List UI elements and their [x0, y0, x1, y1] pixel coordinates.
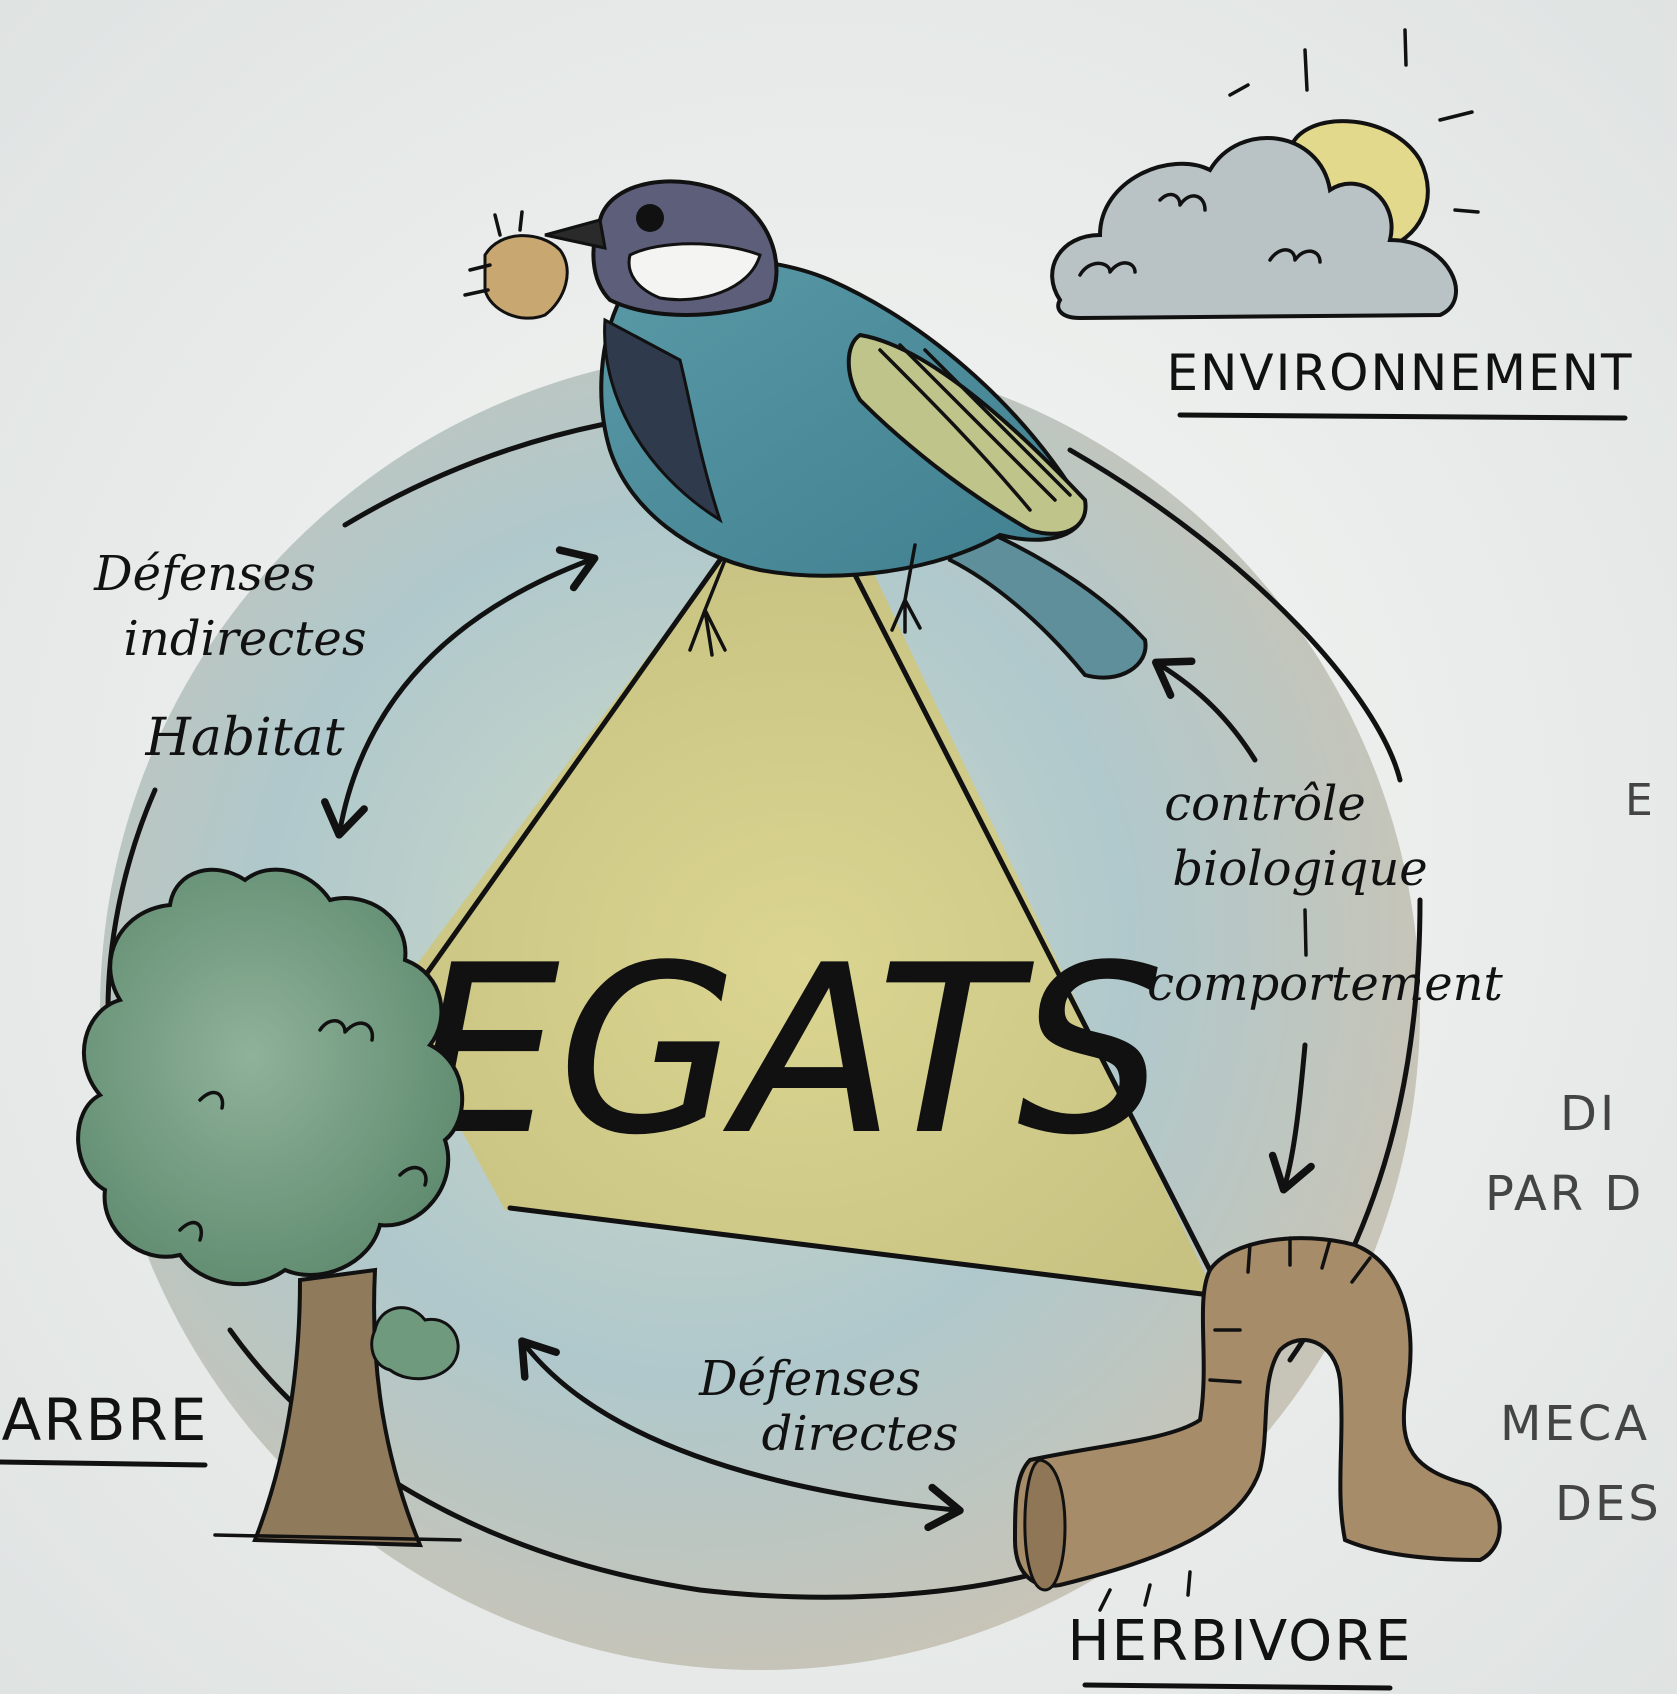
bird-icon: [463, 179, 1148, 680]
caterpillar-icon: [1012, 1236, 1502, 1612]
circle-arc-left: [105, 787, 158, 1013]
cloud-icon: [1050, 136, 1458, 321]
biological-control-arrow-down: [1268, 1042, 1315, 1194]
biological-control-connector: [1303, 908, 1308, 957]
indirect-defenses-line2: indirectes: [124, 611, 367, 667]
triangle-edge-right: [847, 562, 1223, 1293]
sun-rays-icon: [1228, 28, 1480, 214]
cropped-text-2: DI: [1560, 1086, 1617, 1142]
cropped-text-1: E: [1625, 775, 1656, 826]
direct-defenses-line1: Défenses: [698, 1351, 921, 1407]
biological-control-arrow-up: [1152, 657, 1258, 763]
cropped-text-4: MECA: [1500, 1396, 1650, 1452]
environment-label: ENVIRONNEMENT: [1166, 344, 1633, 402]
direct-defenses-line2: directes: [762, 1406, 959, 1462]
environment-icon: [1050, 28, 1480, 321]
herbivore-label: HERBIVORE: [1067, 1609, 1412, 1674]
cropped-text-3: PAR D: [1485, 1166, 1644, 1222]
biological-control-line2: biologique: [1172, 841, 1427, 897]
tree-underline: [0, 1459, 208, 1468]
indirect-defenses-arrow: [321, 546, 599, 839]
triangle-edge-bottom: [507, 1205, 1213, 1298]
biological-control-line3: comportement: [1147, 956, 1503, 1012]
tree-label: ARBRE: [2, 1386, 209, 1454]
herbivore-underline: [1082, 1682, 1393, 1691]
circle-arc-top-right: [1067, 447, 1403, 783]
indirect-defenses-line1: Défenses: [93, 546, 316, 602]
indirect-defenses-line3: Habitat: [144, 708, 344, 768]
direct-defenses-arrow: [518, 1337, 964, 1532]
environment-underline: [1177, 412, 1628, 421]
cropped-text-5: DES: [1555, 1476, 1662, 1532]
tree-icon: [76, 867, 465, 1548]
biological-control-line1: contrôle: [1164, 776, 1366, 832]
